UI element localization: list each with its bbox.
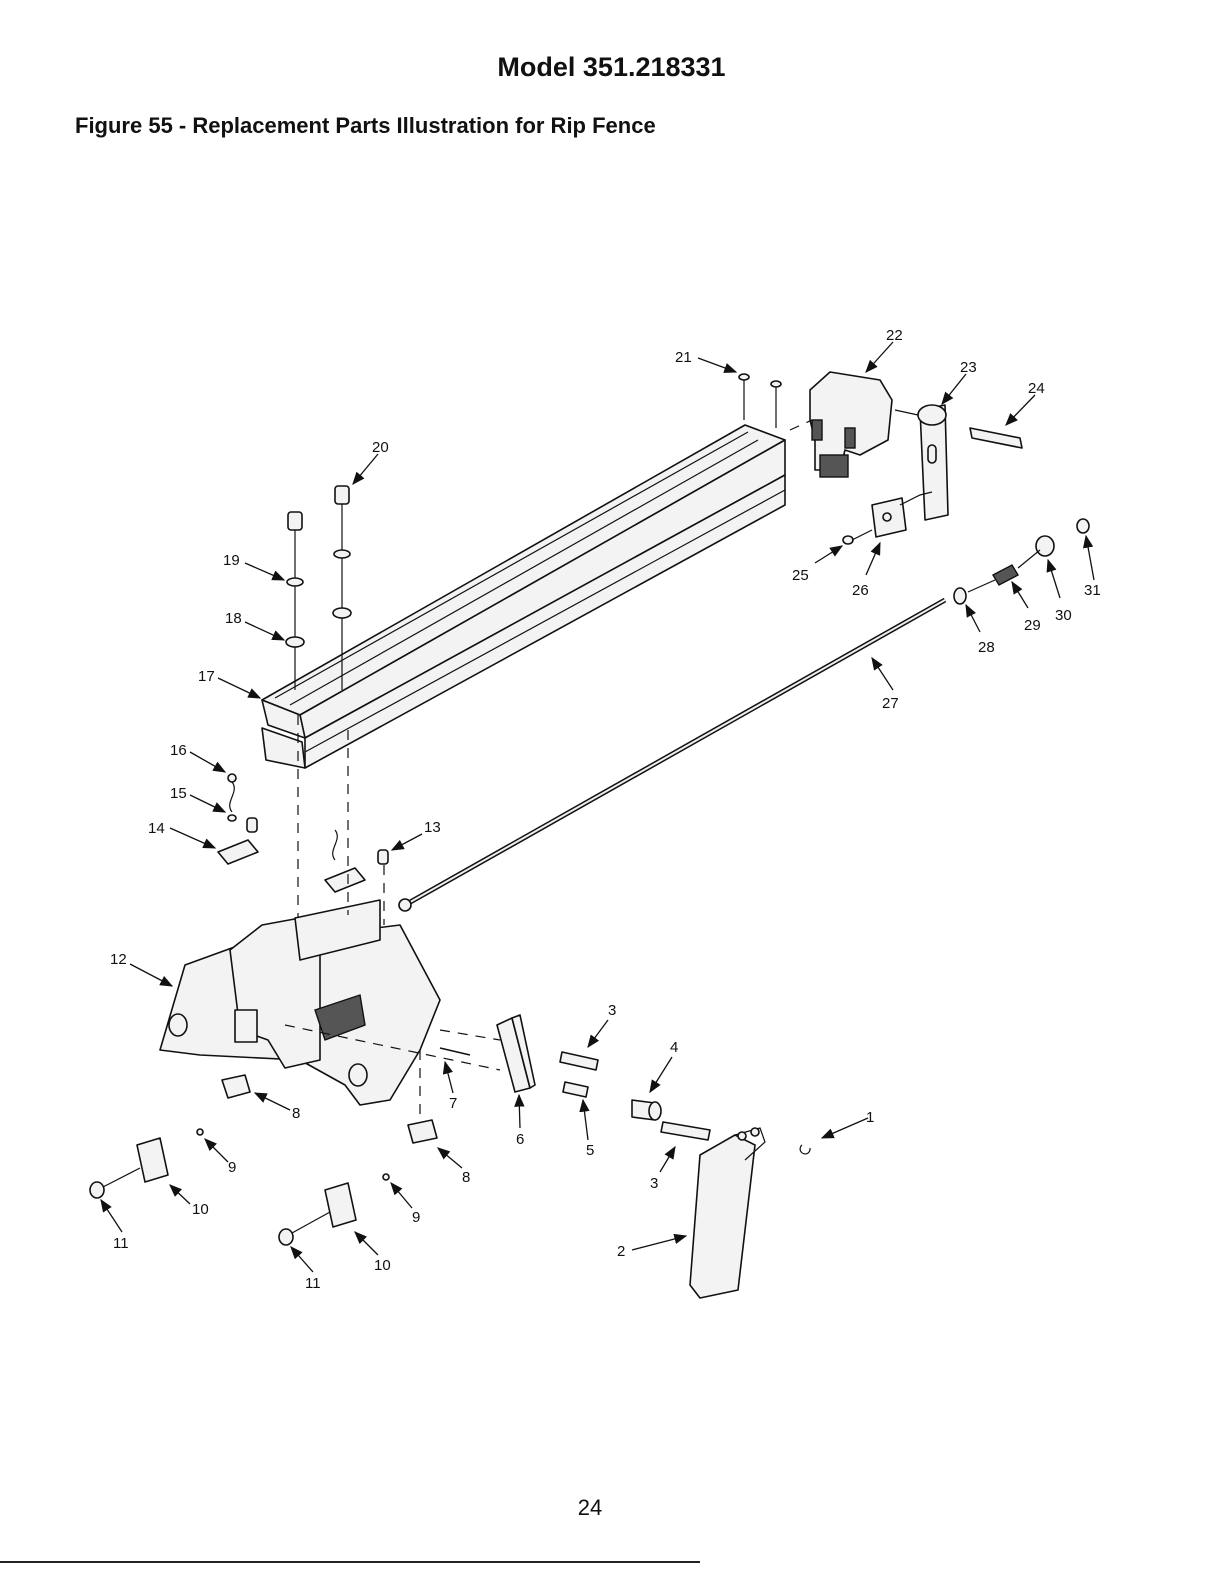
callout-23: 23 xyxy=(960,359,977,376)
callout-27: 27 xyxy=(882,695,899,712)
callout-9-left: 9 xyxy=(228,1159,236,1176)
fence-rail xyxy=(262,425,785,768)
fence-body xyxy=(160,900,440,1105)
callout-8-left: 8 xyxy=(292,1105,300,1122)
callout-6: 6 xyxy=(516,1131,524,1148)
callout-10-right: 10 xyxy=(374,1257,391,1274)
callout-14: 14 xyxy=(148,820,165,837)
callout-10-left: 10 xyxy=(192,1201,209,1218)
callout-11-left: 11 xyxy=(113,1235,129,1252)
callout-11-right: 11 xyxy=(305,1275,321,1292)
callout-28: 28 xyxy=(978,639,995,656)
callout-2: 2 xyxy=(617,1243,625,1260)
callout-31: 31 xyxy=(1084,582,1101,599)
callout-19: 19 xyxy=(223,552,240,569)
callout-1: 1 xyxy=(866,1109,874,1126)
callout-29: 29 xyxy=(1024,617,1041,634)
callout-4: 4 xyxy=(670,1039,678,1056)
page-number: 24 xyxy=(0,1495,1180,1521)
callout-20: 20 xyxy=(372,439,389,456)
callout-3-top: 3 xyxy=(608,1002,616,1019)
callout-12: 12 xyxy=(110,951,127,968)
callout-18: 18 xyxy=(225,610,242,627)
bottom-rule xyxy=(0,1561,700,1563)
callout-17: 17 xyxy=(198,668,215,685)
callout-5: 5 xyxy=(586,1142,594,1159)
callout-7: 7 xyxy=(449,1095,457,1112)
callout-21: 21 xyxy=(675,349,692,366)
callout-13: 13 xyxy=(424,819,441,836)
lock-hardware xyxy=(218,774,388,892)
callout-30: 30 xyxy=(1055,607,1072,624)
callout-25: 25 xyxy=(792,567,809,584)
callout-8-right: 8 xyxy=(462,1169,470,1186)
end-screws xyxy=(739,374,781,428)
callout-24: 24 xyxy=(1028,380,1045,397)
callout-15: 15 xyxy=(170,785,187,802)
callout-16: 16 xyxy=(170,742,187,759)
end-cap xyxy=(790,372,892,477)
callout-22: 22 xyxy=(886,327,903,344)
callout-9-right: 9 xyxy=(412,1209,420,1226)
callout-labels: 1 2 3 3 4 5 6 7 8 8 9 9 10 10 11 11 12 1… xyxy=(110,327,1101,1292)
callout-26: 26 xyxy=(852,582,869,599)
callout-3-bottom: 3 xyxy=(650,1175,658,1192)
